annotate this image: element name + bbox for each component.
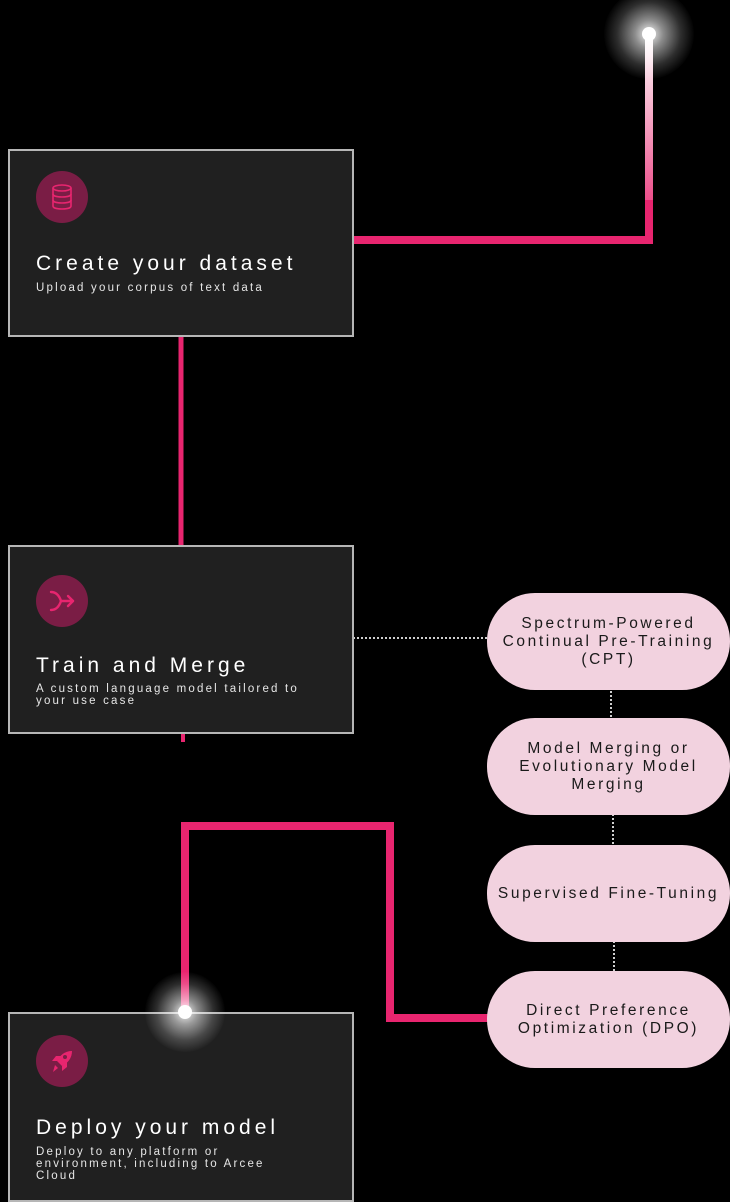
step-icon-circle <box>36 1035 88 1087</box>
step-title: Deploy your model <box>36 1116 280 1139</box>
step-icon-circle <box>36 575 88 627</box>
method-pill-dpo: Direct Preference Optimization (DPO) <box>487 971 730 1068</box>
dataset-connector <box>353 200 653 244</box>
step-icon-circle <box>36 171 88 223</box>
step-title: Train and Merge <box>36 654 250 677</box>
step-title: Create your dataset <box>36 252 297 275</box>
database-icon <box>52 184 72 210</box>
top-gradient-line <box>645 34 653 240</box>
step-card-train: Train and Merge A custom language model … <box>8 545 354 734</box>
method-pill-cpt: Spectrum-Powered Continual Pre-Training … <box>487 593 730 690</box>
rocket-icon <box>52 1051 72 1072</box>
dpo-to-deploy-connector <box>181 822 490 1022</box>
step-description: Deploy to any platform or environment, i… <box>36 1146 265 1182</box>
method-pill-sft: Supervised Fine-Tuning <box>487 845 730 942</box>
step-description: Upload your corpus of text data <box>36 282 265 294</box>
merge-arrow-icon <box>49 590 75 612</box>
step-card-dataset: Create your dataset Upload your corpus o… <box>8 149 354 337</box>
method-pill-merging: Model Merging or Evolutionary Model Merg… <box>487 718 730 815</box>
step-description: A custom language model tailored to your… <box>36 683 300 707</box>
top-glow-dot <box>642 27 656 41</box>
deploy-glow-dot <box>178 1005 192 1019</box>
